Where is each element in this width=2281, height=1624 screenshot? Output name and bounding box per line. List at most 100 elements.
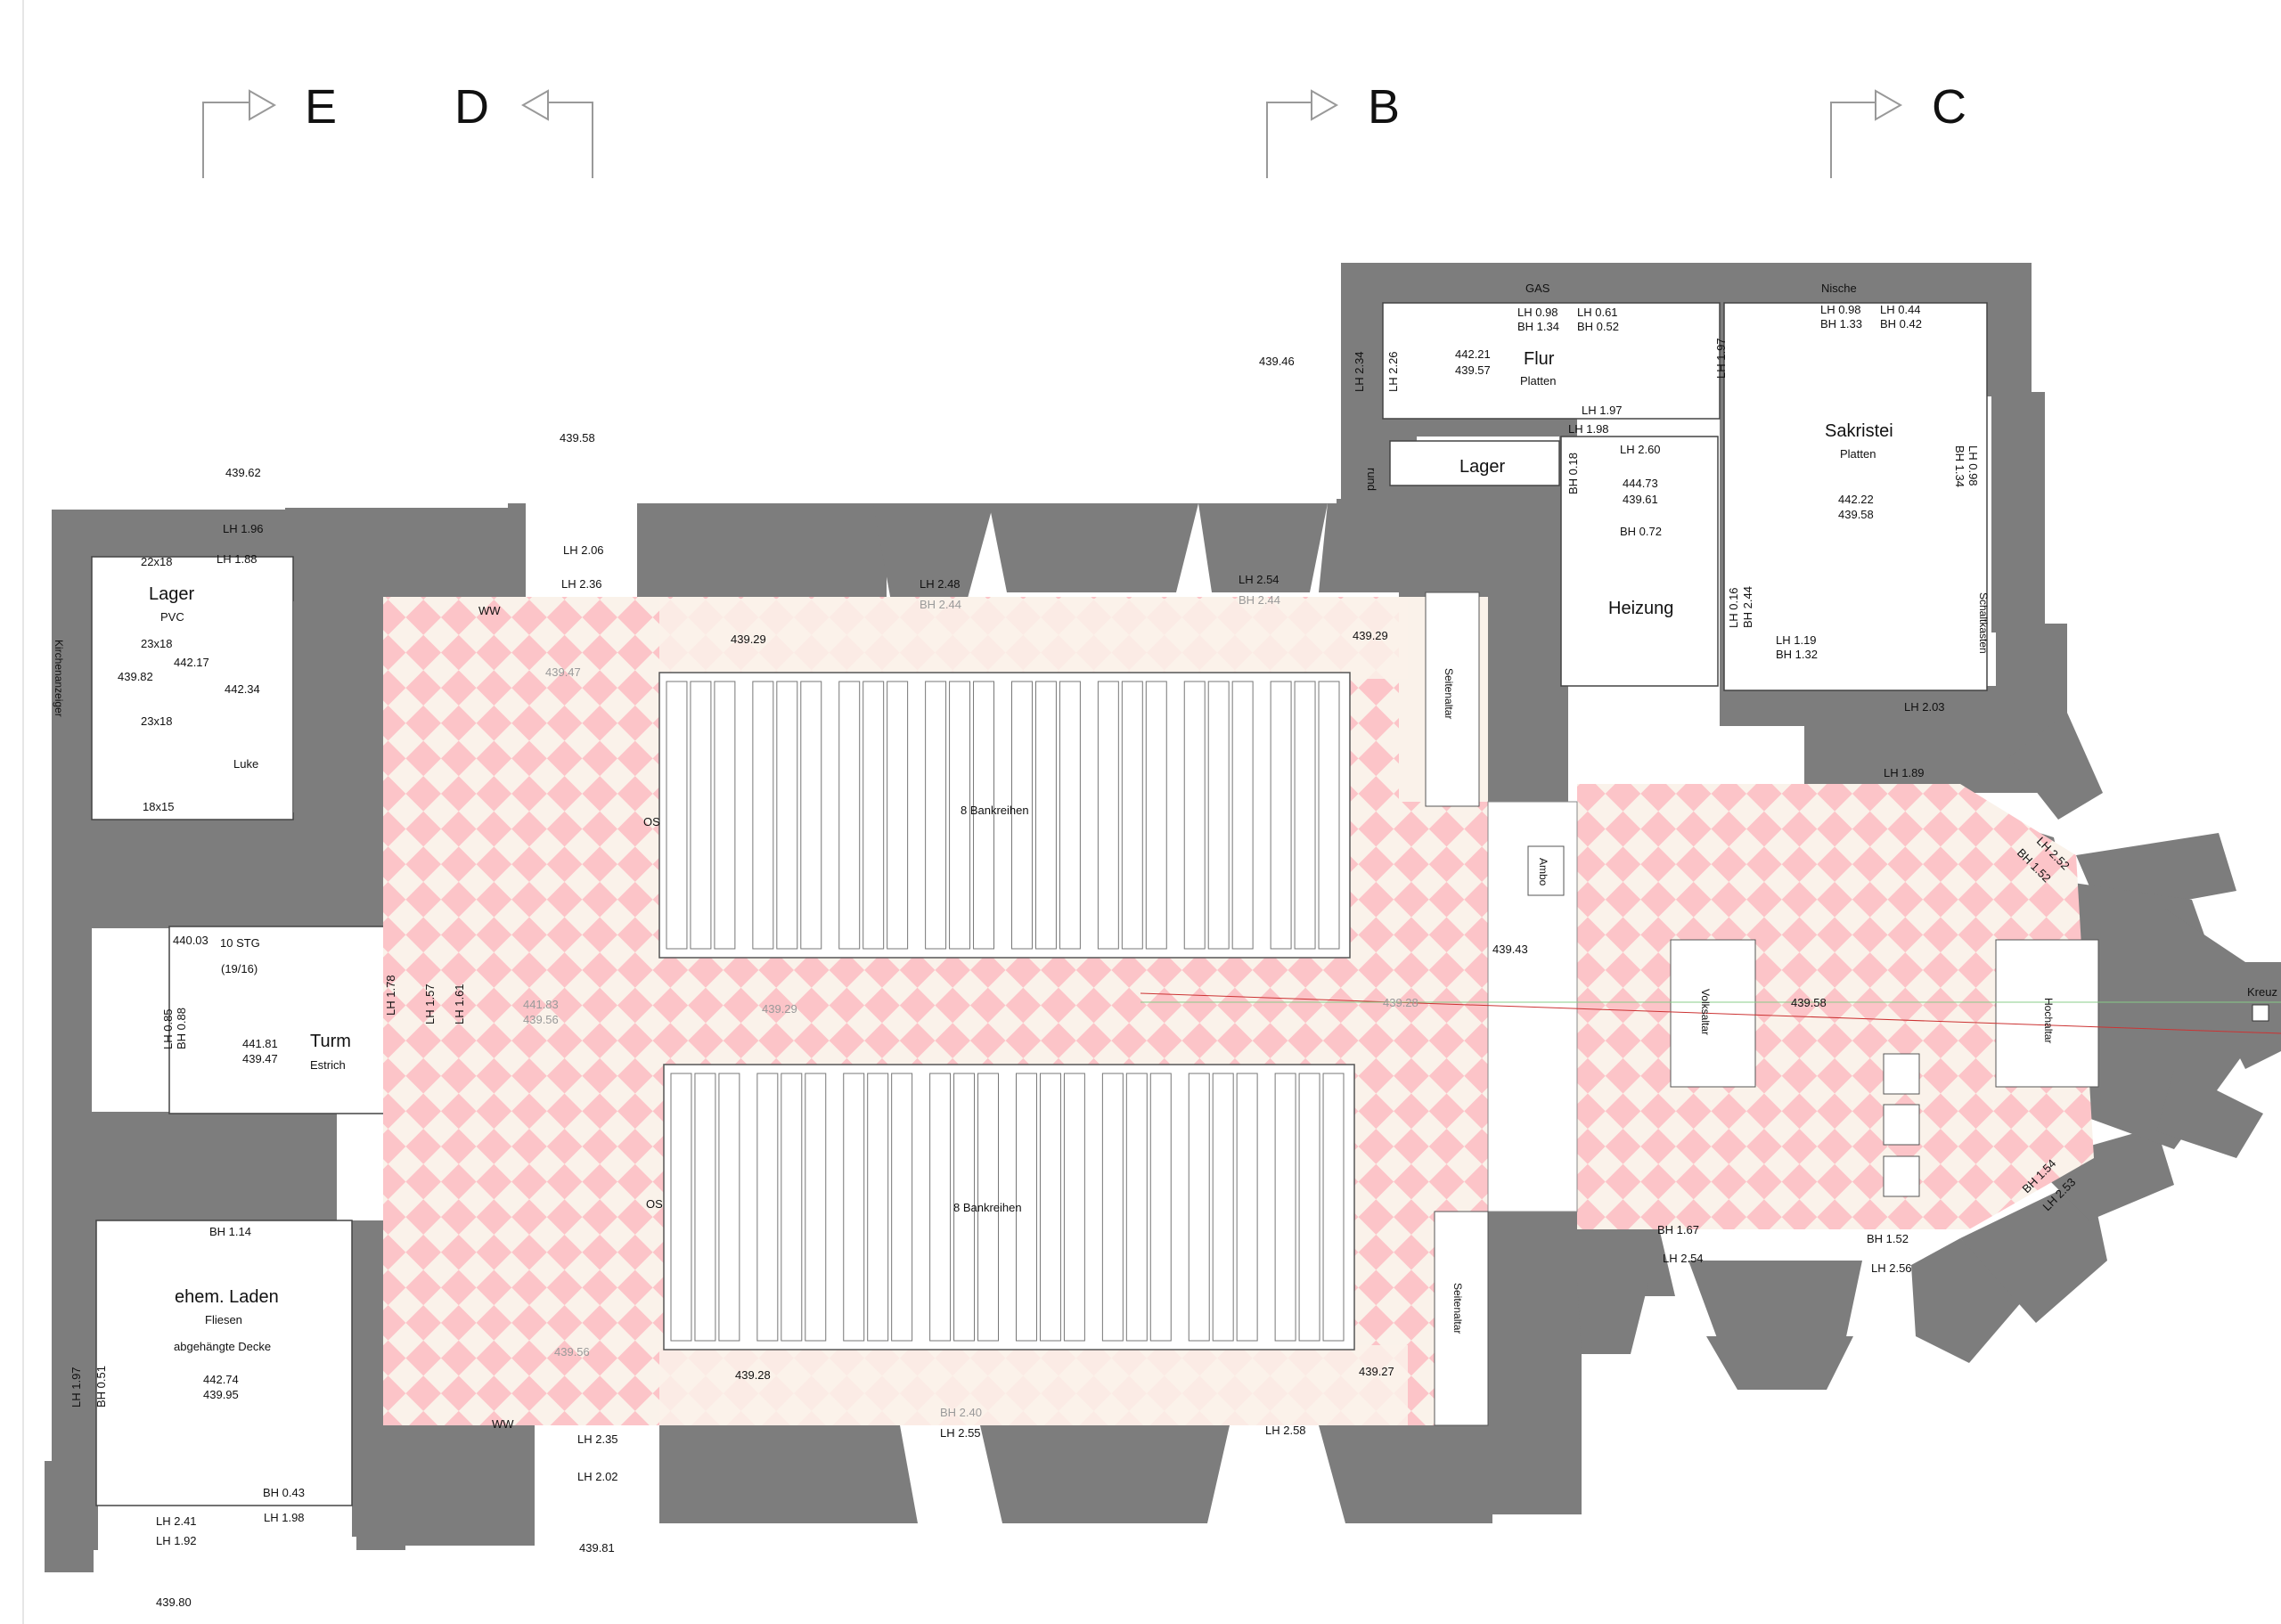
pew-bench bbox=[1059, 681, 1081, 950]
pew-bench bbox=[694, 1073, 716, 1342]
pews-bottom-label: 8 Bankreihen bbox=[953, 1201, 1022, 1214]
turm-lh-1: LH 1.78 bbox=[384, 975, 397, 1016]
section-label-b: B bbox=[1368, 80, 1400, 134]
turm-window-lh: LH 0.85 bbox=[161, 1008, 175, 1049]
pew-bench bbox=[1212, 1073, 1234, 1342]
pew-bench bbox=[1207, 681, 1230, 950]
nave-lh-6: LH 2.02 bbox=[577, 1470, 618, 1483]
pew-bench bbox=[1145, 681, 1167, 950]
section-marker-e bbox=[202, 89, 277, 178]
nave-aisle-bands bbox=[659, 599, 1408, 1425]
laden-lh-1: LH 1.97 bbox=[69, 1367, 83, 1408]
ambo bbox=[1527, 845, 1565, 896]
pew-bench bbox=[1097, 681, 1119, 950]
ext-level-3: 439.62 bbox=[225, 466, 261, 479]
sakristei-lh-4: LH 0.98 bbox=[1966, 445, 1980, 486]
sakristei-level-1: 442.22 bbox=[1838, 493, 1874, 506]
nave-level-10: 439.27 bbox=[1359, 1365, 1394, 1378]
nave-level-11: 439.43 bbox=[1492, 943, 1528, 956]
lager-west-lh-1: LH 1.96 bbox=[223, 522, 264, 535]
nave-bh-1: BH 2.44 bbox=[920, 598, 961, 611]
pew-bench bbox=[714, 681, 736, 950]
lager-west-luke: Luke bbox=[233, 757, 258, 771]
laden-bh-2: BH 0.51 bbox=[94, 1366, 108, 1408]
heizung-name: Heizung bbox=[1608, 599, 1673, 618]
hochaltar bbox=[1995, 939, 2099, 1088]
section-marker-d bbox=[520, 89, 593, 178]
choir-lh-4: LH 2.56 bbox=[1871, 1261, 1912, 1275]
section-label-d: D bbox=[454, 80, 489, 134]
pew-bench bbox=[718, 1073, 740, 1342]
pew-bench bbox=[973, 681, 994, 950]
pew-bench bbox=[1183, 681, 1206, 950]
turm-window-bh: BH 0.88 bbox=[175, 1008, 188, 1049]
nave-bh-3: BH 2.40 bbox=[940, 1406, 982, 1419]
sakristei-nische: Nische bbox=[1821, 282, 1857, 295]
pew-bench bbox=[843, 1073, 865, 1342]
turm-level-3: 439.47 bbox=[242, 1052, 278, 1065]
kreuz-label: Kreuz bbox=[2247, 985, 2277, 999]
pew-bench bbox=[1011, 681, 1033, 950]
turm-level-2: 441.81 bbox=[242, 1037, 278, 1050]
lager-west-dim-1: 22x18 bbox=[141, 555, 172, 568]
lager-north-rund: rund bbox=[1365, 468, 1378, 491]
heizung-level-2: 439.61 bbox=[1623, 493, 1658, 506]
pew-bench-lines bbox=[666, 681, 1345, 1342]
pew-bench bbox=[756, 1073, 779, 1342]
ww-top: WW bbox=[478, 604, 501, 617]
turm-stairs: 10 STG bbox=[220, 936, 260, 950]
flur-lh-6: LH 1.98 bbox=[1568, 422, 1609, 436]
flur-bh-1: BH 1.34 bbox=[1517, 320, 1559, 333]
flur-lh-5: LH 1.97 bbox=[1582, 404, 1623, 417]
os-top: OS bbox=[643, 815, 660, 828]
laden-ceiling: abgehängte Decke bbox=[174, 1340, 271, 1353]
pew-bench bbox=[1034, 681, 1057, 950]
pew-bench bbox=[1149, 1073, 1172, 1342]
west-rooms bbox=[91, 556, 388, 1506]
ext-level-5: 439.80 bbox=[156, 1595, 192, 1609]
seitenaltar-bottom bbox=[1434, 1211, 1489, 1426]
sakristei-lh-5: LH 0.16 bbox=[1727, 587, 1740, 628]
flur-bh-2: BH 0.52 bbox=[1577, 320, 1619, 333]
pew-bench bbox=[977, 1073, 999, 1342]
lager-west-level-2: 439.82 bbox=[118, 670, 153, 683]
pew-bench bbox=[805, 1073, 827, 1342]
choir-lh-3: LH 2.54 bbox=[1663, 1252, 1704, 1265]
pew-bench bbox=[1270, 681, 1292, 950]
turm-name: Turm bbox=[310, 1032, 351, 1051]
pew-bench bbox=[1274, 1073, 1296, 1342]
pew-bench bbox=[781, 1073, 803, 1342]
choir-seat-3 bbox=[1883, 1155, 1920, 1197]
flur-level-2: 439.57 bbox=[1455, 363, 1491, 377]
pew-bench bbox=[690, 681, 712, 950]
pew-bench bbox=[887, 681, 909, 950]
section-label-e: E bbox=[305, 80, 337, 134]
nave-level-2: 439.29 bbox=[1353, 629, 1388, 642]
hochaltar-label: Hochaltar bbox=[2042, 998, 2055, 1043]
pew-bench bbox=[1294, 681, 1316, 950]
choir-seat-1 bbox=[1883, 1053, 1920, 1095]
sakristei-bh-5: BH 1.32 bbox=[1776, 648, 1818, 661]
ext-level-1: 439.46 bbox=[1259, 355, 1295, 368]
nave-lh-1: LH 2.06 bbox=[563, 543, 604, 557]
pew-bench bbox=[1101, 1073, 1124, 1342]
nave-level-5: 439.28 bbox=[1383, 996, 1418, 1009]
laden-lh-4: LH 1.98 bbox=[264, 1511, 305, 1524]
pew-bench bbox=[1121, 681, 1143, 950]
pew-bench bbox=[1231, 681, 1254, 950]
laden-lh-2: LH 2.41 bbox=[156, 1514, 197, 1528]
heizung-lh-1: LH 2.60 bbox=[1620, 443, 1661, 456]
pew-bench bbox=[863, 681, 885, 950]
turm-stairs-ratio: (19/16) bbox=[221, 962, 258, 975]
pew-bench bbox=[929, 1073, 952, 1342]
laden-level-2: 439.95 bbox=[203, 1388, 239, 1401]
flur-level-1: 442.21 bbox=[1455, 347, 1491, 361]
sakristei-bh-1: BH 1.33 bbox=[1820, 317, 1862, 331]
sakristei-lh-8: LH 1.89 bbox=[1884, 766, 1925, 779]
section-marker-b bbox=[1266, 89, 1339, 178]
nave-bh-2: BH 2.44 bbox=[1239, 593, 1280, 607]
sakristei-lh-6: LH 1.19 bbox=[1776, 633, 1817, 647]
pew-bench bbox=[925, 681, 947, 950]
section-marker-c bbox=[1830, 89, 1903, 178]
pew-bench bbox=[1236, 1073, 1258, 1342]
